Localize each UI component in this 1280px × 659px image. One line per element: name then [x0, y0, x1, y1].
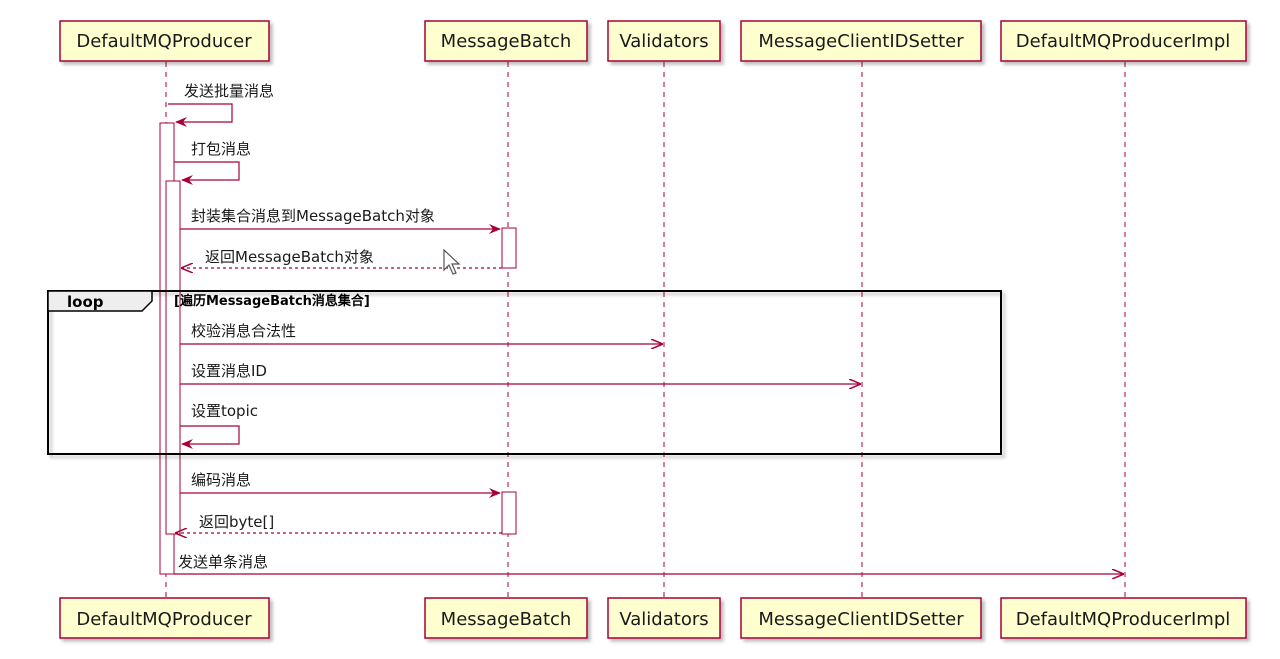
participant-batch-bottom: MessageBatch [424, 597, 588, 639]
loop-keyword: loop [67, 293, 104, 311]
participants-top: DefaultMQProducer MessageBatch Validator… [59, 20, 1247, 62]
participant-label: MessageBatch [441, 31, 572, 52]
message-label: 返回MessageBatch对象 [205, 248, 374, 266]
participant-validators-top: Validators [607, 20, 721, 62]
participant-label: MessageBatch [441, 609, 572, 630]
message-label: 发送单条消息 [178, 553, 268, 571]
messages [168, 103, 1123, 574]
message-label: 校验消息合法性 [191, 322, 296, 340]
participant-label: MessageClientIDSetter [758, 31, 964, 52]
participant-producer-bottom: DefaultMQProducer [59, 597, 270, 639]
participant-setter-bottom: MessageClientIDSetter [740, 597, 982, 639]
message-set-topic [180, 425, 240, 449]
participant-impl-top: DefaultMQProducerImpl [1000, 20, 1247, 62]
participant-label: DefaultMQProducerImpl [1016, 31, 1231, 52]
message-labels: 发送批量消息 打包消息 封装集合消息到MessageBatch对象 返回Mess… [178, 82, 435, 571]
participant-label: DefaultMQProducer [76, 31, 252, 52]
activation-producer-inner [165, 180, 181, 535]
message-send-batch [168, 103, 233, 127]
message-label: 编码消息 [191, 471, 251, 489]
lifelines [165, 62, 1126, 598]
participant-label: DefaultMQProducerImpl [1016, 609, 1231, 630]
message-label: 封装集合消息到MessageBatch对象 [191, 207, 435, 225]
activation-batch-2 [501, 491, 517, 535]
participant-label: Validators [619, 609, 708, 630]
participants-bottom: DefaultMQProducer MessageBatch Validator… [59, 597, 1247, 639]
participant-label: MessageClientIDSetter [758, 609, 964, 630]
message-label: 打包消息 [191, 140, 251, 158]
mouse-cursor-icon [443, 248, 461, 275]
participant-label: DefaultMQProducer [76, 609, 252, 630]
message-label: 发送批量消息 [184, 82, 274, 100]
loop-condition: [遍历MessageBatch消息集合] [174, 293, 370, 309]
loop-frame: loop [遍历MessageBatch消息集合] [47, 290, 1002, 455]
message-label: 设置消息ID [191, 362, 267, 380]
activation-batch-1 [501, 227, 517, 269]
participant-label: Validators [619, 31, 708, 52]
activations [159, 122, 517, 575]
message-label: 返回byte[] [199, 513, 274, 531]
message-pack [174, 161, 240, 185]
participant-producer-top: DefaultMQProducer [59, 20, 270, 62]
participant-impl-bottom: DefaultMQProducerImpl [1000, 597, 1247, 639]
participant-batch-top: MessageBatch [424, 20, 588, 62]
participant-setter-top: MessageClientIDSetter [740, 20, 982, 62]
participant-validators-bottom: Validators [607, 597, 721, 639]
message-label: 设置topic [191, 402, 258, 420]
